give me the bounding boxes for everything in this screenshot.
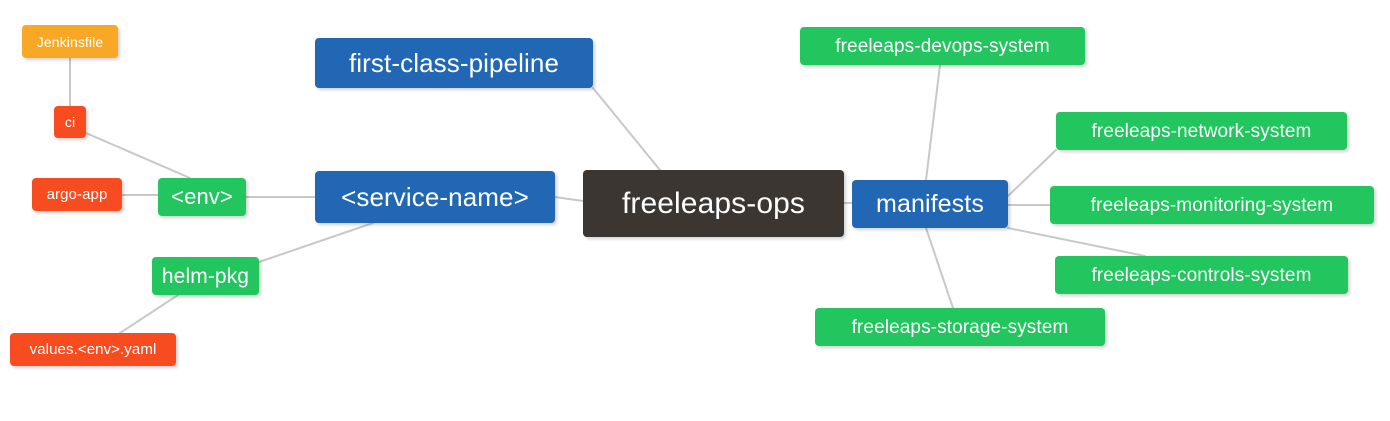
- node-label-env: <env>: [171, 184, 233, 209]
- node-first-class-pipeline[interactable]: first-class-pipeline: [315, 38, 593, 88]
- node-label-ci: ci: [64, 114, 76, 130]
- node-jenkinsfile[interactable]: Jenkinsfile: [22, 25, 118, 58]
- node-label-manifests: manifests: [876, 189, 984, 218]
- node-freeleaps-monitoring-system[interactable]: freeleaps-monitoring-system: [1050, 186, 1374, 224]
- edge-manifests-to-freeleaps-storage-system: [925, 227, 954, 309]
- node-label-service-name: <service-name>: [341, 182, 529, 212]
- node-freeleaps-controls-system[interactable]: freeleaps-controls-system: [1055, 256, 1348, 294]
- node-env[interactable]: <env>: [158, 178, 246, 216]
- node-freeleaps-devops-system[interactable]: freeleaps-devops-system: [800, 27, 1085, 65]
- node-label-freeleaps-devops-system: freeleaps-devops-system: [835, 35, 1050, 57]
- node-service-name[interactable]: <service-name>: [315, 171, 555, 223]
- node-argo-app[interactable]: argo-app: [32, 178, 122, 211]
- node-label-values-env-yaml: values.<env>.yaml: [29, 341, 157, 358]
- node-helm-pkg[interactable]: helm-pkg: [152, 257, 259, 295]
- node-manifests[interactable]: manifests: [852, 180, 1008, 228]
- node-freeleaps-network-system[interactable]: freeleaps-network-system: [1056, 112, 1347, 150]
- node-label-jenkinsfile: Jenkinsfile: [36, 33, 104, 50]
- node-label-freeleaps-controls-system: freeleaps-controls-system: [1091, 264, 1312, 286]
- edge-values-env-yaml-to-helm-pkg: [119, 294, 179, 334]
- edge-helm-pkg-to-service-name: [258, 222, 374, 263]
- edge-ci-to-env: [85, 132, 191, 179]
- edge-manifests-to-freeleaps-network-system: [1007, 149, 1057, 197]
- node-label-freeleaps-ops: freeleaps-ops: [621, 186, 806, 220]
- node-freeleaps-ops[interactable]: freeleaps-ops: [583, 170, 844, 237]
- node-label-helm-pkg: helm-pkg: [161, 264, 250, 288]
- node-ci[interactable]: ci: [54, 106, 86, 138]
- node-values-env-yaml[interactable]: values.<env>.yaml: [10, 333, 176, 366]
- node-label-freeleaps-monitoring-system: freeleaps-monitoring-system: [1090, 194, 1334, 216]
- edge-manifests-to-freeleaps-devops-system: [925, 64, 941, 181]
- node-label-freeleaps-storage-system: freeleaps-storage-system: [851, 316, 1069, 338]
- node-label-first-class-pipeline: first-class-pipeline: [348, 48, 560, 78]
- edge-service-name-to-freeleaps-ops: [554, 196, 584, 202]
- node-label-freeleaps-network-system: freeleaps-network-system: [1091, 120, 1312, 142]
- node-label-argo-app: argo-app: [46, 186, 108, 203]
- node-freeleaps-storage-system[interactable]: freeleaps-storage-system: [815, 308, 1105, 346]
- edge-first-class-pipeline-to-freeleaps-ops: [592, 87, 661, 171]
- edge-manifests-to-freeleaps-controls-system: [1007, 227, 1146, 257]
